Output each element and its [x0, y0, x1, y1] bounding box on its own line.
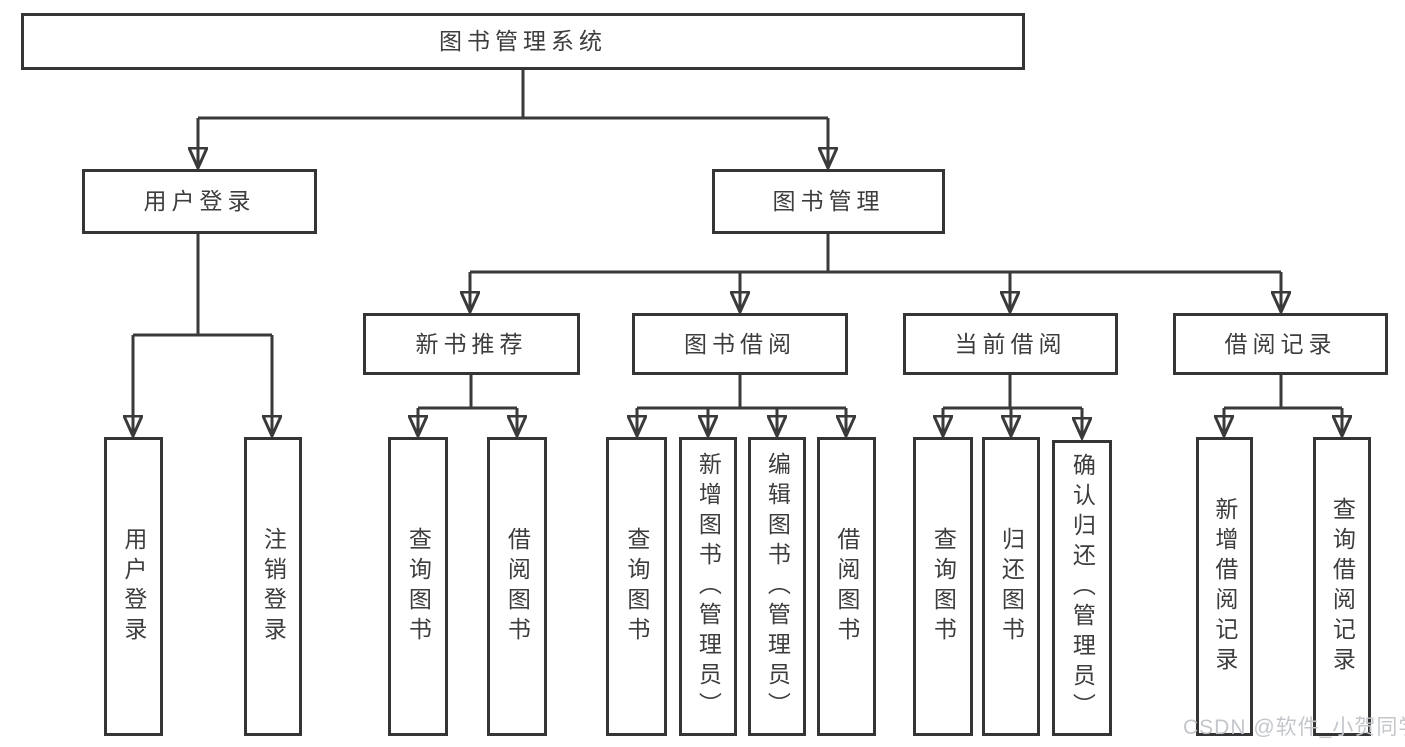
node-new-book-recommend: 新书推荐	[363, 313, 580, 375]
leaf-borrow-add-book-admin: 新增图书（管理员）	[679, 437, 737, 736]
leaf-recommend-query-book: 查询图书	[388, 437, 448, 736]
connector-lines	[133, 69, 1342, 438]
leaf-borrow-edit-book-admin: 编辑图书（管理员）	[748, 437, 806, 736]
leaf-user-login: 用户登录	[104, 437, 163, 736]
leaf-current-return-book: 归还图书	[982, 437, 1040, 736]
edge-login-trunk	[133, 232, 272, 337]
leaf-recommend-borrow-book: 借阅图书	[487, 437, 547, 736]
node-user-login: 用户登录	[82, 169, 317, 234]
node-current-borrow: 当前借阅	[903, 313, 1118, 375]
leaf-borrow-query-book: 查询图书	[606, 437, 667, 736]
leaf-records-query-record: 查询借阅记录	[1313, 437, 1371, 736]
leaf-current-confirm-return-admin: 确认归还（管理员）	[1052, 440, 1112, 736]
node-borrow-records: 借阅记录	[1173, 313, 1388, 375]
edge-records-trunk	[1224, 373, 1342, 410]
node-book-management: 图书管理	[712, 169, 945, 234]
edge-root-trunk	[198, 69, 828, 120]
node-book-borrow: 图书借阅	[632, 313, 848, 375]
edge-recommend-trunk	[418, 373, 517, 410]
edge-manage-trunk	[470, 232, 1281, 274]
leaf-logout: 注销登录	[244, 437, 302, 736]
leaf-borrow-lend-book: 借阅图书	[817, 437, 876, 736]
leaf-records-add-record: 新增借阅记录	[1196, 437, 1253, 736]
csdn-watermark: CSDN @软件_小贺同学	[1183, 716, 1405, 739]
leaf-current-query-book: 查询图书	[913, 437, 973, 736]
edge-current-trunk	[943, 373, 1082, 410]
node-system-root: 图书管理系统	[21, 13, 1025, 70]
edge-borrow-trunk	[637, 373, 846, 410]
